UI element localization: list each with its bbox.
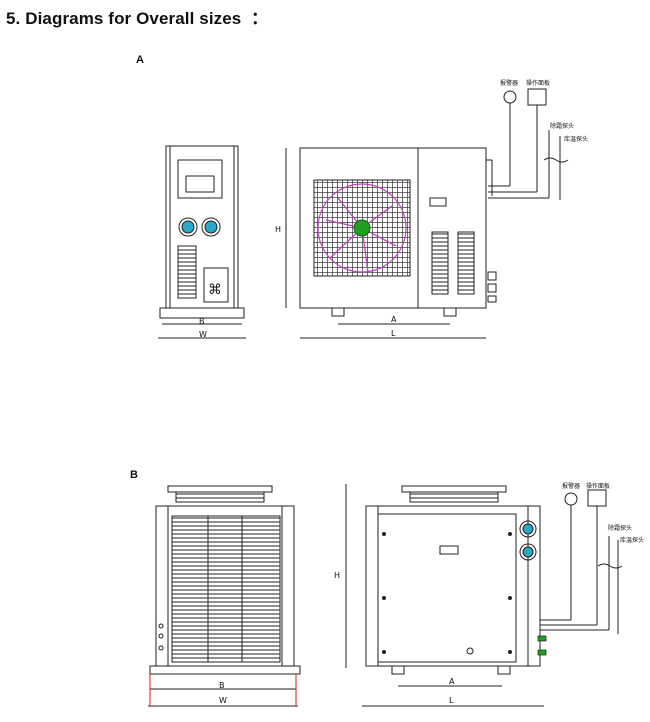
- diagram-b-label: B: [130, 469, 138, 481]
- b-front-h-label: H: [334, 571, 340, 580]
- b-front-a-label: A: [449, 677, 455, 686]
- a-side-w-label: W: [199, 330, 207, 339]
- a-alarm-label: 报警器: [500, 79, 518, 87]
- b-side-view: [148, 485, 301, 707]
- b-side-w-label: W: [219, 696, 227, 705]
- diagram-a-label: A: [136, 54, 144, 66]
- b-valve-1: [537, 635, 547, 642]
- svg-text:⌘: ⌘: [208, 282, 222, 298]
- a-front-l-label: L: [391, 329, 396, 338]
- a-panel-label: 操作面板: [526, 79, 550, 87]
- b-side-b-label: B: [219, 681, 225, 690]
- b-panel-label: 操作面板: [586, 482, 610, 490]
- a-front-h-label: H: [275, 225, 281, 234]
- a-probe2-label: 库温探头: [564, 135, 588, 143]
- a-front-a-label: A: [391, 315, 397, 324]
- b-front-view: [345, 484, 544, 707]
- a-side-view: ⌘: [158, 145, 246, 339]
- a-front-view: [285, 147, 497, 339]
- b-probe1-label: 除霜探头: [608, 524, 632, 532]
- b-wiring: [540, 489, 623, 634]
- b-valve-2: [537, 649, 547, 656]
- b-probe2-label: 库温探头: [620, 536, 644, 544]
- page-title: 5. Diagrams for Overall sizes ：: [6, 9, 269, 28]
- a-probe1-label: 除霜探头: [550, 122, 574, 130]
- b-alarm-label: 报警器: [562, 482, 580, 490]
- a-wiring: [488, 88, 569, 200]
- b-front-l-label: L: [449, 696, 454, 705]
- a-side-b-label: B: [199, 317, 205, 326]
